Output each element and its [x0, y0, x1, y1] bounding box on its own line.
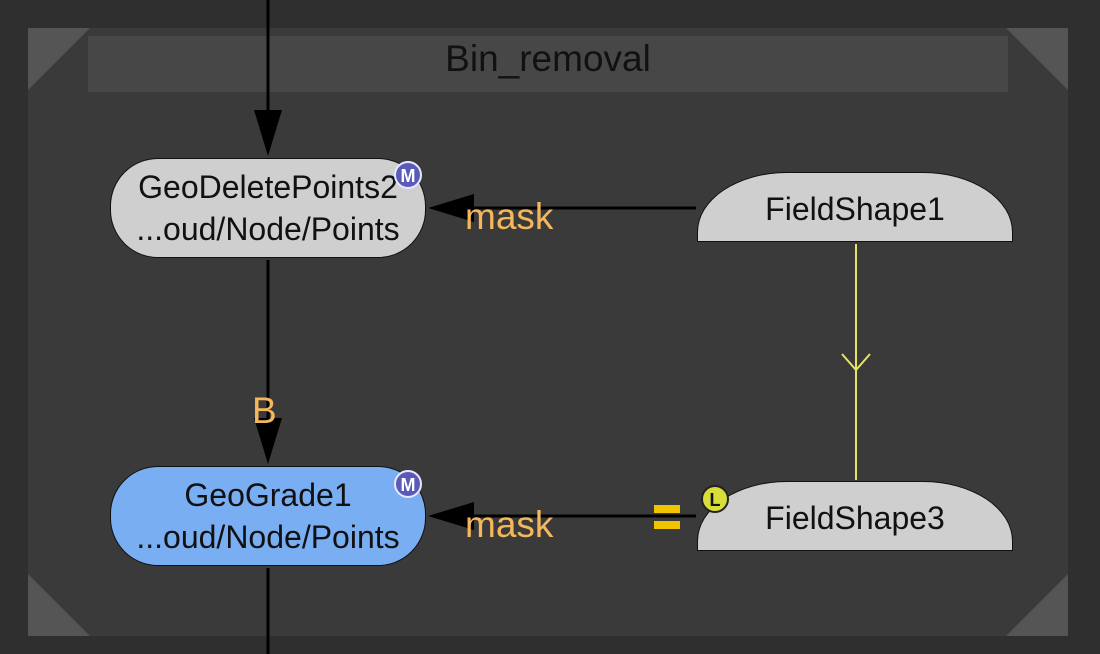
- mask-input-label-top: mask: [465, 196, 554, 237]
- arrowhead-geograde: [254, 418, 282, 464]
- mask-input-label-bottom: mask: [465, 504, 554, 545]
- module-badge-icon: M: [394, 161, 422, 189]
- node-fieldshape1[interactable]: FieldShape1: [697, 172, 1013, 242]
- node-geodeletepoints2[interactable]: GeoDeletePoints2 ...oud/Node/Points: [110, 158, 426, 258]
- equals-icon-bottom-bar: [654, 521, 680, 529]
- linked-badge-icon: L: [701, 485, 729, 513]
- node-fieldshape3-name: FieldShape3: [765, 500, 945, 536]
- arrowhead-mask-top: [428, 194, 474, 222]
- node-geodeletepoints2-path: ...oud/Node/Points: [136, 211, 400, 247]
- backdrop-corner-handle-bottom-right[interactable]: [1006, 574, 1068, 636]
- backdrop-corner-handle-top-right[interactable]: [1006, 28, 1068, 90]
- b-input-label: B: [252, 390, 277, 431]
- node-geograde1[interactable]: GeoGrade1 ...oud/Node/Points: [110, 466, 426, 566]
- node-fieldshape3[interactable]: FieldShape3: [697, 481, 1013, 551]
- node-geodeletepoints2-name: GeoDeletePoints2: [138, 169, 398, 205]
- backdrop-corner-handle-top-left[interactable]: [28, 28, 90, 90]
- arrowhead-mask-bottom: [428, 502, 474, 530]
- module-badge-icon: M: [394, 470, 422, 498]
- link-arrow-chevron: [841, 353, 871, 372]
- node-geograde1-name: GeoGrade1: [184, 477, 352, 513]
- backdrop-title-bar[interactable]: [88, 36, 1008, 92]
- equals-icon-top-bar: [654, 505, 680, 513]
- backdrop-corner-handle-bottom-left[interactable]: [28, 574, 90, 636]
- backdrop-title: Bin_removal: [445, 38, 651, 79]
- arrowhead-geodeletepoints: [254, 110, 282, 156]
- node-geograde1-path: ...oud/Node/Points: [136, 519, 400, 555]
- node-fieldshape1-name: FieldShape1: [765, 191, 945, 227]
